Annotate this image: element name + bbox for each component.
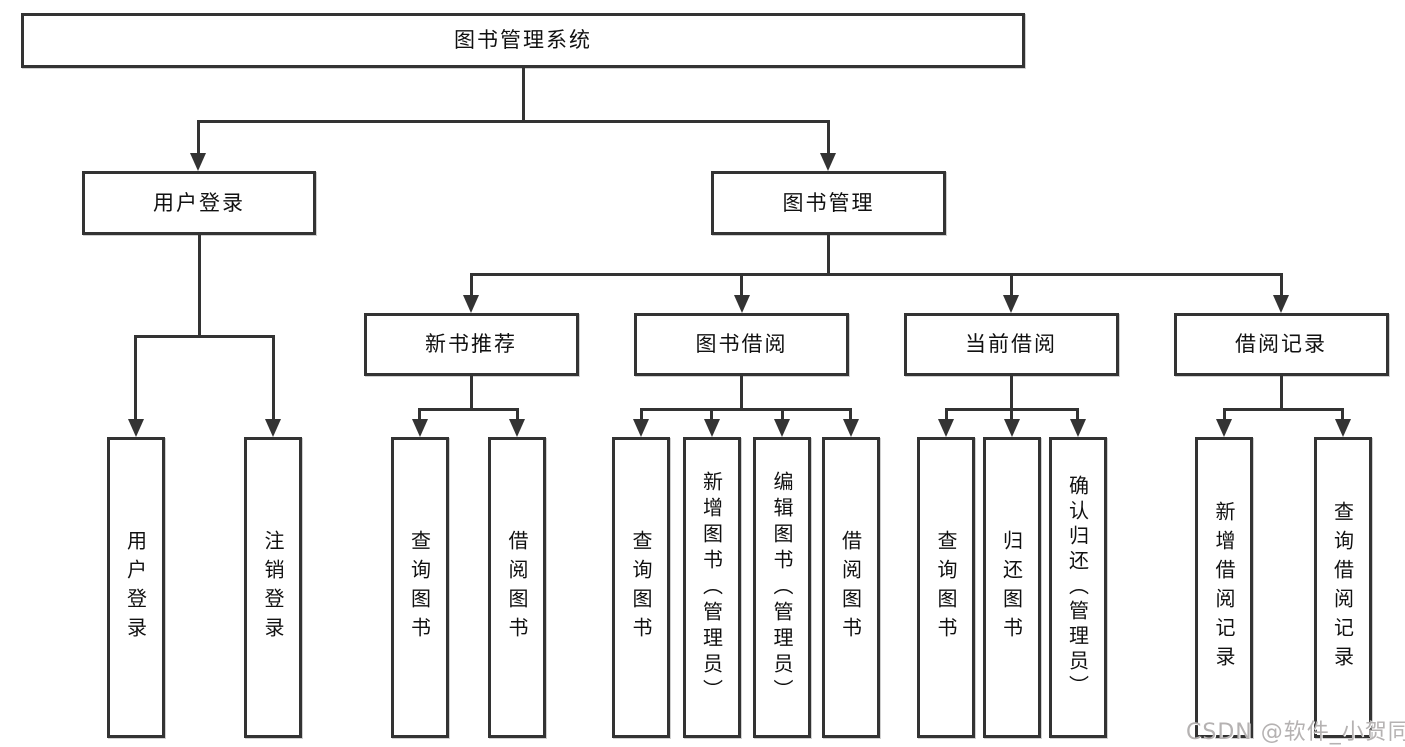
node-label: 新书推荐 [425,332,517,356]
arrowhead-icon [842,419,859,437]
leaf-user-login: 用户登录 [106,437,165,738]
connector-line [740,273,743,297]
node-label: 编辑图书（管理员） [770,470,794,705]
node-label: 新增图书（管理员） [699,470,724,705]
connector-bookmgmt-hbar [469,273,1283,276]
leaf-query-books-recommend: 查询图书 [390,437,449,738]
node-label: 注销登录 [261,529,285,646]
connector-hbar [639,408,852,411]
connector-stem [469,374,473,410]
node-new-book-recommend: 新书推荐 [363,313,579,376]
node-label: 图书借阅 [695,332,788,356]
connector-line [1279,273,1283,297]
arrowhead-icon [265,419,281,437]
arrowhead-icon [633,419,649,437]
connector-stem [1009,374,1013,410]
connector-stem [740,374,743,410]
connector-line [1222,408,1226,421]
node-book-borrow: 图书借阅 [634,313,849,376]
connector-line [515,408,519,421]
leaf-borrow-books: 借阅图书 [821,437,880,738]
connector-root-stem [521,66,525,122]
connector-line [196,120,200,154]
node-label: 查询借阅记录 [1330,500,1355,675]
csdn-watermark: CSDN @软件_小贺同学 [1186,720,1405,745]
connector-line [849,408,852,421]
node-label: 当前借阅 [965,332,1057,356]
connector-line [271,335,275,420]
connector-bookmgmt-stem [827,233,830,275]
node-label: 查询图书 [407,529,432,646]
connector-line [1009,273,1013,297]
arrowhead-icon [1003,295,1019,313]
node-label: 图书管理系统 [454,28,592,52]
connector-line [710,408,713,421]
leaf-query-books-borrow: 查询图书 [612,437,670,738]
node-current-borrow: 当前借阅 [903,313,1119,376]
leaf-add-borrow-record: 新增借阅记录 [1195,437,1253,738]
node-label: 借阅记录 [1235,332,1327,356]
arrowhead-icon [190,153,206,171]
node-label: 用户登录 [153,190,245,215]
connector-line [1341,408,1344,421]
connector-line [1076,408,1079,421]
connector-line [944,408,948,421]
leaf-return-books: 归还图书 [982,437,1041,738]
arrowhead-icon [1334,419,1351,437]
node-label: 新增借阅记录 [1212,500,1236,675]
arrowhead-icon [411,419,428,437]
connector-userlogin-stem [197,233,201,336]
connector-line [1010,408,1013,421]
arrowhead-icon [1273,295,1289,313]
arrowhead-icon [1216,419,1232,437]
leaf-query-borrow-record: 查询借阅记录 [1313,437,1372,738]
node-label: 归还图书 [999,529,1024,646]
node-book-management: 图书管理 [711,171,946,235]
arrowhead-icon [463,295,479,313]
node-borrow-records: 借阅记录 [1173,313,1389,376]
leaf-borrow-books-recommend: 借阅图书 [488,437,546,738]
connector-hbar [1222,408,1344,411]
arrowhead-icon [774,419,790,437]
node-label: 查询图书 [934,529,958,646]
node-label: 用户登录 [123,529,148,646]
connector-line [418,408,421,421]
arrowhead-icon [938,419,954,437]
node-library-system: 图书管理系统 [21,13,1025,68]
connector-userlogin-hbar [134,335,275,338]
node-user-login: 用户登录 [82,171,316,235]
connector-hbar [418,408,519,411]
leaf-add-books-admin: 新增图书（管理员） [682,437,741,738]
arrowhead-icon [1003,419,1020,437]
leaf-edit-books-admin: 编辑图书（管理员） [753,437,811,738]
connector-line [780,408,784,421]
connector-line [134,335,137,420]
node-label: 借阅图书 [505,529,529,646]
connector-line [469,273,473,297]
node-label: 查询图书 [629,529,653,646]
connector-line [639,408,643,421]
connector-stem [1279,374,1283,410]
leaf-logout: 注销登录 [244,437,302,738]
connector-root-hbar [196,120,830,123]
arrowhead-icon [820,153,836,171]
node-label: 借阅图书 [838,529,863,646]
arrowhead-icon [509,419,525,437]
leaf-confirm-return-admin: 确认归还（管理员） [1048,437,1107,738]
arrowhead-icon [733,295,750,313]
connector-line [826,120,830,154]
node-label: 确认归还（管理员） [1065,475,1090,700]
arrowhead-icon [1069,419,1086,437]
leaf-query-books-current: 查询图书 [917,437,975,738]
arrowhead-icon [127,419,144,437]
node-label: 图书管理 [782,190,875,215]
arrowhead-icon [703,419,720,437]
